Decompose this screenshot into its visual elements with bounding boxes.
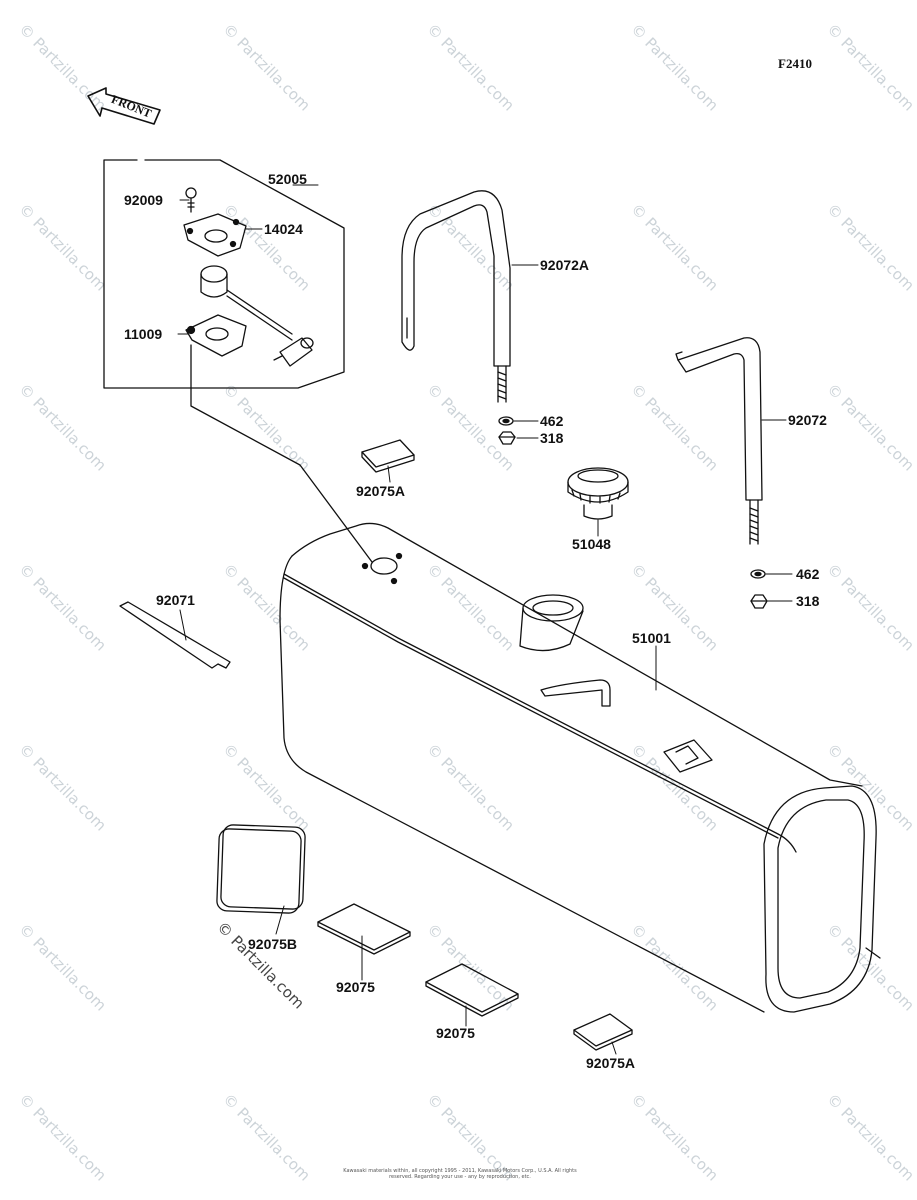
bolt-92009 xyxy=(185,187,197,213)
part-label-462[interactable]: 462 xyxy=(796,566,820,582)
pad-92075A-bottom xyxy=(573,1013,633,1051)
strap-92072-bolt xyxy=(749,499,759,545)
washer-462b xyxy=(750,569,766,579)
part-label-318[interactable]: 318 xyxy=(540,430,564,446)
fuel-gauge-sender-11009 xyxy=(185,265,314,367)
part-label-92075B[interactable]: 92075B xyxy=(248,936,298,952)
part-label-318[interactable]: 318 xyxy=(796,593,820,609)
front-arrow-icon: FRONT xyxy=(87,87,161,125)
washer-462a xyxy=(498,416,514,426)
pad-92075B xyxy=(216,824,306,914)
gasket-14024 xyxy=(183,213,247,257)
part-label-11009[interactable]: 11009 xyxy=(124,326,163,342)
part-label-92075A[interactable]: 92075A xyxy=(356,483,406,499)
part-label-52005[interactable]: 52005 xyxy=(268,171,307,187)
fuel-cap-51048 xyxy=(567,467,629,520)
strap-92072 xyxy=(677,337,763,501)
band-92071 xyxy=(119,601,231,669)
part-label-51001[interactable]: 51001 xyxy=(632,630,671,646)
part-label-51048[interactable]: 51048 xyxy=(572,536,611,552)
part-label-92075A[interactable]: 92075A xyxy=(586,1055,636,1071)
strap-92072A-bolt xyxy=(497,365,507,403)
part-label-92072A[interactable]: 92072A xyxy=(540,257,590,273)
pad-92075-a xyxy=(317,903,411,955)
leader-lines xyxy=(177,184,793,1055)
leader-line xyxy=(190,344,373,563)
part-label-92075[interactable]: 92075 xyxy=(436,1025,475,1041)
nut-318b xyxy=(750,594,768,609)
part-label-462[interactable]: 462 xyxy=(540,413,564,429)
strap-92072A xyxy=(401,190,511,367)
part-label-92009[interactable]: 92009 xyxy=(124,192,163,208)
part-label-92075[interactable]: 92075 xyxy=(336,979,375,995)
sender-group-outline xyxy=(103,159,345,389)
pad-92075A-top xyxy=(361,439,415,473)
part-label-92072[interactable]: 92072 xyxy=(788,412,827,428)
figure-code: F2410 xyxy=(778,56,812,71)
part-label-92071[interactable]: 92071 xyxy=(156,592,195,608)
part-label-14024[interactable]: 14024 xyxy=(264,221,303,237)
fuel-tank-51001 xyxy=(279,522,881,1013)
nut-318a xyxy=(498,431,516,445)
footer-copyright: Kawasaki materials within, all copyright… xyxy=(343,1168,577,1180)
pad-92075-b xyxy=(425,963,519,1017)
